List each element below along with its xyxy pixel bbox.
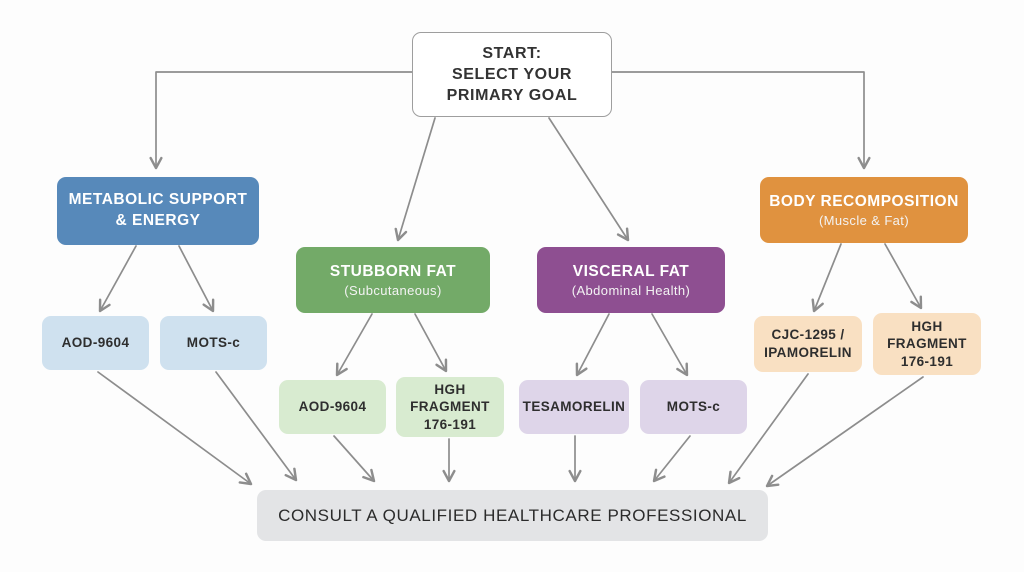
arrow-stubborn-to-hgh [414, 313, 448, 373]
arrow-cjc-to-consult [727, 373, 809, 485]
peptide-hgh-fragment-stubborn: HGH FRAGMENT 176-191 [396, 377, 504, 437]
category-title: METABOLIC SUPPORT & ENERGY [68, 191, 248, 229]
category-subtitle: (Subcutaneous) [344, 283, 442, 299]
arrow-start-to-metabolic [149, 71, 413, 170]
arrow-visceral-to-tesamorelin [575, 313, 610, 377]
arrow-start-to-stubborn [394, 117, 436, 242]
peptide-tesamorelin: TESAMORELIN [519, 380, 629, 434]
arrow-body-to-cjc [811, 243, 842, 313]
arrow-metabolic-to-aod9604 [98, 245, 137, 313]
consult-professional-node: CONSULT A QUALIFIED HEALTHCARE PROFESSIO… [257, 490, 768, 541]
arrow-metabolic-to-motsc [178, 245, 215, 313]
arrow-visceral-to-motsc [651, 313, 689, 377]
start-node: START: SELECT YOUR PRIMARY GOAL [412, 32, 612, 117]
peptide-aod9604-stubborn: AOD-9604 [279, 380, 386, 434]
arrow-start-to-visceral [548, 117, 630, 242]
category-stubborn-fat: STUBBORN FAT (Subcutaneous) [296, 247, 490, 313]
category-subtitle: (Muscle & Fat) [818, 213, 910, 229]
peptide-motsc-visceral: MOTS-c [640, 380, 747, 434]
arrow-stubborn-to-aod9604 [335, 313, 373, 377]
arrow-aod9604-green-to-consult [333, 435, 376, 483]
peptide-aod9604-metabolic: AOD-9604 [42, 316, 149, 370]
peptide-hgh-fragment-body: HGH FRAGMENT 176-191 [873, 313, 981, 375]
peptide-motsc-metabolic: MOTS-c [160, 316, 267, 370]
arrow-motsc-blue-to-consult [215, 371, 298, 482]
category-metabolic-support: METABOLIC SUPPORT & ENERGY [57, 177, 259, 245]
category-title: STUBBORN FAT [329, 262, 457, 280]
category-title: VISCERAL FAT [572, 262, 690, 280]
category-title: BODY RECOMPOSITION [769, 192, 959, 210]
arrow-start-to-body-recomp [611, 71, 871, 170]
arrow-motsc-purple-to-consult [652, 435, 691, 483]
arrow-hgh-orange-to-consult [765, 376, 924, 488]
category-visceral-fat: VISCERAL FAT (Abdominal Health) [537, 247, 725, 313]
category-subtitle: (Abdominal Health) [571, 283, 691, 299]
category-body-recomposition: BODY RECOMPOSITION (Muscle & Fat) [760, 177, 968, 243]
peptide-cjc1295-ipamorelin: CJC-1295 / IPAMORELIN [754, 316, 862, 372]
arrow-body-to-hgh [884, 243, 923, 310]
arrow-aod9604-blue-to-consult [97, 371, 253, 486]
